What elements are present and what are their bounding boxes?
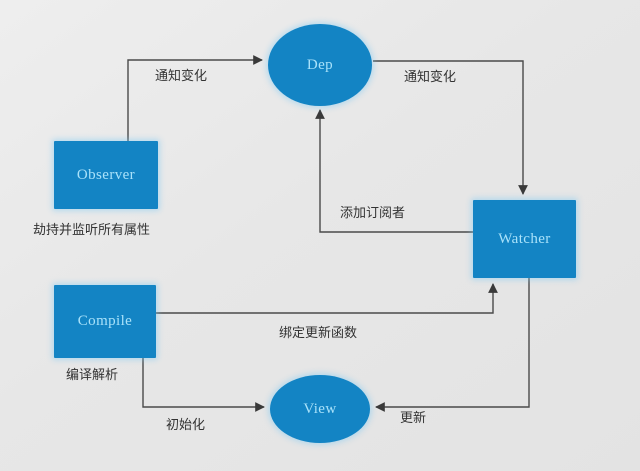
node-watcher[interactable]: Watcher: [473, 200, 576, 278]
edge-observer-to-dep: [127, 55, 263, 141]
node-observer-label: Observer: [76, 166, 136, 183]
edge-watcher-to-view: [375, 278, 530, 412]
edge-label-compile-to-view: 初始化: [166, 418, 206, 433]
observer-caption: 劫持并监听所有属性: [33, 223, 151, 238]
edge-dep-to-watcher: [373, 60, 528, 195]
edge-label-compile-to-watcher: 绑定更新函数: [279, 326, 358, 341]
node-view-label: View: [303, 400, 337, 417]
edge-compile-to-view: [142, 358, 265, 412]
node-compile[interactable]: Compile: [54, 285, 156, 358]
compile-caption: 编译解析: [66, 368, 119, 383]
edge-label-dep-to-watcher: 通知变化: [404, 70, 457, 85]
node-compile-label: Compile: [77, 313, 133, 329]
node-dep[interactable]: Dep: [268, 24, 372, 106]
edge-label-watcher-to-view: 更新: [400, 411, 427, 426]
edge-label-observer-to-dep: 通知变化: [155, 69, 208, 84]
edge-compile-to-watcher: [156, 283, 498, 314]
node-dep-label: Dep: [306, 56, 334, 73]
edge-watcher-to-dep: [315, 109, 473, 233]
edge-label-watcher-to-dep: 添加订阅者: [340, 206, 406, 221]
node-view[interactable]: View: [270, 375, 370, 443]
node-observer[interactable]: Observer: [54, 141, 158, 209]
node-watcher-label: Watcher: [498, 230, 551, 247]
